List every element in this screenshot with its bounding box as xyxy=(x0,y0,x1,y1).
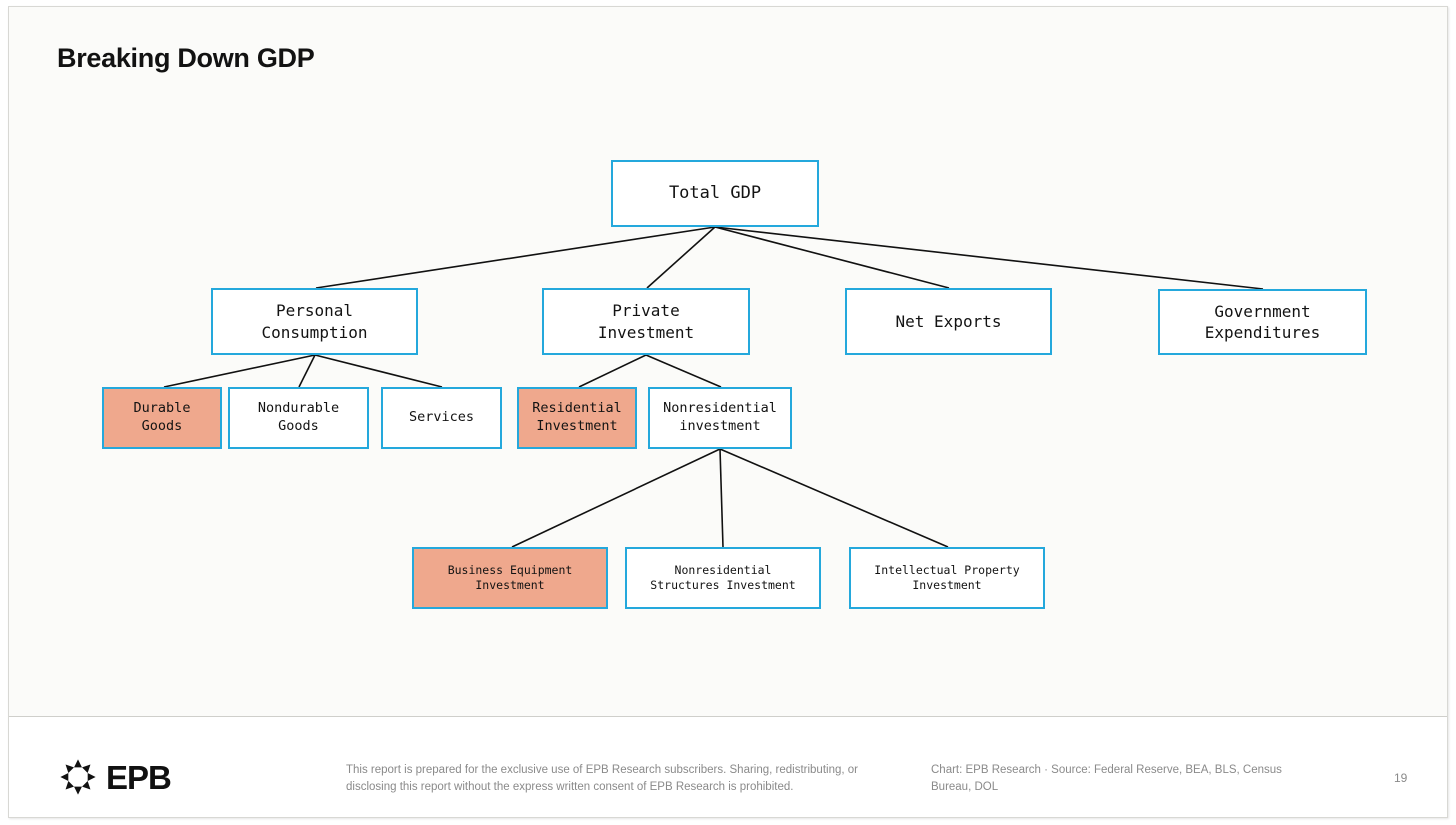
edge-total-to-private xyxy=(646,226,716,289)
node-total-gdp[interactable]: Total GDP xyxy=(611,160,819,227)
edge-personal-to-nondurable xyxy=(298,354,316,388)
edge-personal-to-services xyxy=(314,354,443,388)
edge-total-to-personal xyxy=(315,226,716,289)
edge-nonres-to-business xyxy=(511,448,721,548)
node-nondurable-goods[interactable]: Nondurable Goods xyxy=(228,387,369,449)
node-residential-investment[interactable]: Residential Investment xyxy=(517,387,637,449)
edge-total-to-netexports xyxy=(714,226,950,289)
page-title: Breaking Down GDP xyxy=(57,43,315,73)
edge-total-to-government xyxy=(714,226,1264,290)
epb-wordmark: EPB xyxy=(106,758,172,796)
edge-nonres-to-structures xyxy=(719,448,724,548)
epb-ring-icon xyxy=(60,759,96,795)
slide-card: Breaking Down GDP xyxy=(8,6,1448,818)
node-nonresidential-structures-investment[interactable]: Nonresidential Structures Investment xyxy=(625,547,821,609)
footer-disclaimer: This report is prepared for the exclusiv… xyxy=(346,764,858,793)
node-durable-goods[interactable]: Durable Goods xyxy=(102,387,222,449)
epb-logo: EPB xyxy=(56,755,172,799)
node-personal-consumption[interactable]: Personal Consumption xyxy=(211,288,418,355)
slide-footer: EPB This report is prepared for the excl… xyxy=(9,716,1447,817)
node-services[interactable]: Services xyxy=(381,387,502,449)
edge-personal-to-durable xyxy=(163,354,316,388)
edge-nonres-to-intellectual xyxy=(719,448,949,548)
page-number: 19 xyxy=(1394,771,1408,785)
node-private-investment[interactable]: Private Investment xyxy=(542,288,750,355)
node-government-expenditures[interactable]: Government Expenditures xyxy=(1158,289,1367,355)
node-nonresidential-investment[interactable]: Nonresidential investment xyxy=(648,387,792,449)
diagram-connector-lines xyxy=(163,226,1264,548)
gdp-breakdown-diagram: Total GDP Personal Consumption Private I… xyxy=(9,7,1447,716)
node-intellectual-property-investment[interactable]: Intellectual Property Investment xyxy=(849,547,1045,609)
edge-private-to-residential xyxy=(578,354,647,388)
slide-content-area: Breaking Down GDP xyxy=(9,7,1447,716)
node-business-equipment-investment[interactable]: Business Equipment Investment xyxy=(412,547,608,609)
edge-private-to-nonresidential xyxy=(645,354,722,388)
footer-source: Chart: EPB Research · Source: Federal Re… xyxy=(931,764,1282,793)
node-net-exports[interactable]: Net Exports xyxy=(845,288,1052,355)
